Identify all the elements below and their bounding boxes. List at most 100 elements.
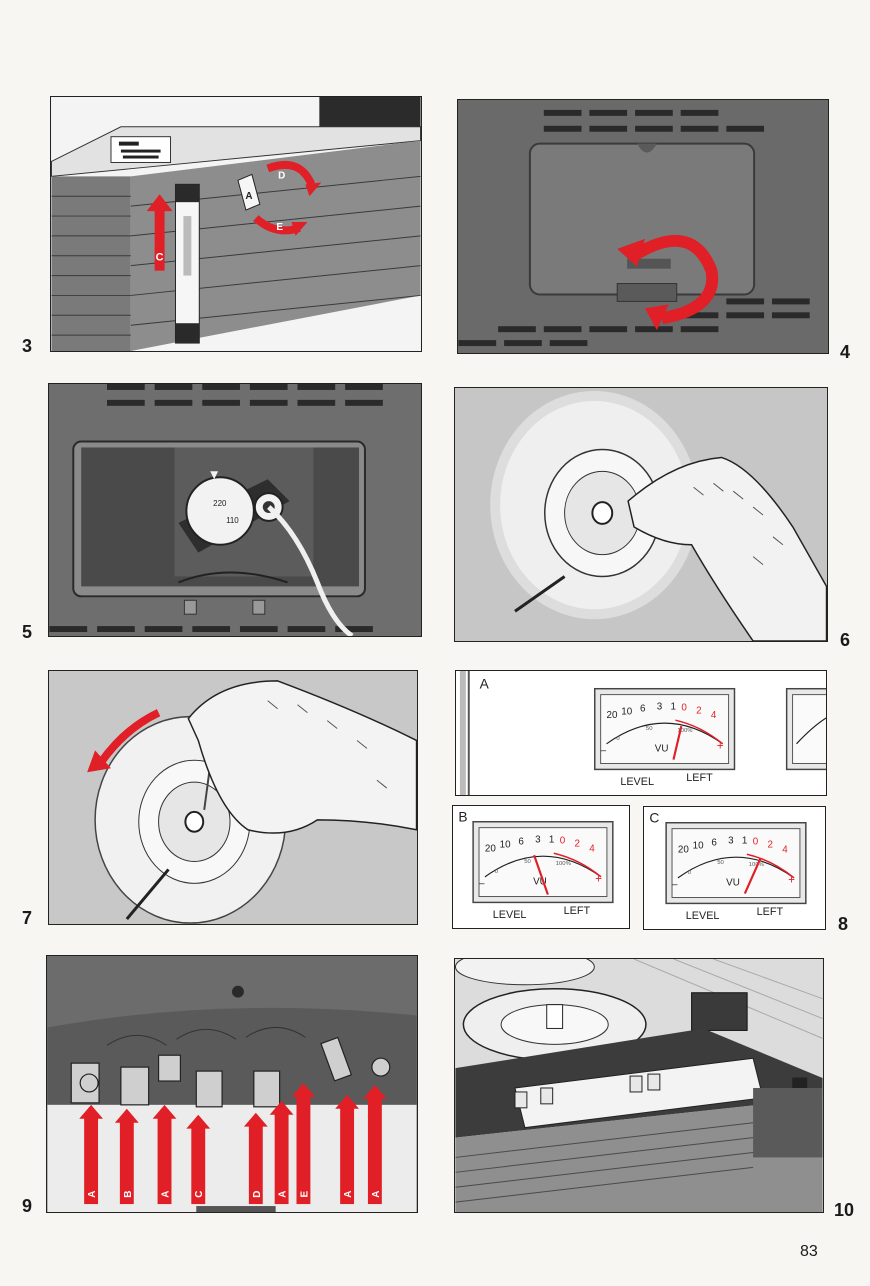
fig8c-inner-0: 0 — [688, 870, 692, 876]
fig8b-plus: + — [595, 872, 602, 886]
fig3-label-c: C — [156, 252, 164, 264]
figure-3-panel: C D E A — [50, 96, 422, 352]
fig9-arrow-6: A — [269, 1100, 294, 1205]
fig9-arrow-label: A — [278, 1191, 289, 1198]
fig8c-scale-10: 10 — [693, 840, 704, 851]
fig8c-level: LEVEL — [686, 910, 720, 922]
fig8a-scale-3: 3 — [657, 701, 663, 712]
fig8c-scale-3: 3 — [728, 835, 734, 846]
fig8b-scale-6: 6 — [518, 836, 524, 847]
fig8c-inner-50: 50 — [717, 860, 724, 866]
figure-5-number: 5 — [22, 622, 33, 642]
fig9-arrow-label: E — [299, 1190, 310, 1197]
fig8b-scale-1: 1 — [549, 834, 554, 845]
fig9-arrow-label: A — [160, 1191, 171, 1198]
fig9-arrow-2: B — [114, 1108, 139, 1205]
fig8c-scale-4: 4 — [782, 844, 788, 855]
page-number: 83 — [800, 1243, 818, 1260]
fig9-arrow-8: A — [335, 1094, 360, 1205]
fig3-label-e: E — [276, 222, 283, 233]
fig8a-scale-2: 2 — [696, 705, 701, 716]
fig8-label-a: A — [480, 677, 490, 692]
fig8b-vu: VU — [533, 877, 547, 888]
fig8a-level: LEVEL — [620, 776, 654, 788]
fig9-arrow-1: A — [79, 1104, 104, 1205]
fig9-arrow-4: C — [186, 1114, 211, 1205]
fig8c-scale-2: 2 — [767, 839, 772, 850]
fig8a-scale-20: 20 — [607, 710, 618, 721]
figure-10-illustration — [455, 959, 823, 1212]
fig8b-scale-4: 4 — [589, 843, 595, 854]
fig9-arrow-9: A — [362, 1084, 387, 1205]
fig8a-scale-1: 1 — [671, 701, 676, 712]
fig8b-scale-10: 10 — [500, 839, 511, 850]
figure-7-illustration — [49, 671, 417, 924]
figure-10-number: 10 — [834, 1200, 855, 1220]
figure-8c-illustration: C 20 10 6 3 1 0 2 4 0 50 100% VU – + LEV… — [644, 807, 825, 929]
fig9-arrow-label: A — [343, 1191, 354, 1198]
fig8a-vu: VU — [655, 744, 669, 755]
figure-4-panel — [457, 99, 829, 354]
fig8a-inner-0: 0 — [616, 736, 620, 742]
figure-8b-illustration: B 20 10 6 3 1 0 2 4 0 50 100% VU – + LEV… — [453, 806, 629, 928]
figure-6-illustration — [455, 388, 827, 641]
figure-4-number: 4 — [840, 342, 851, 362]
figure-4-illustration — [458, 100, 828, 353]
fig8a-inner-100: 100% — [677, 728, 693, 734]
figure-8a-illustration: A 20 10 6 3 1 0 2 4 0 50 100% VU – + LEV… — [457, 671, 826, 795]
figure-10-panel — [454, 958, 824, 1213]
fig8c-scale-20: 20 — [678, 844, 689, 855]
figure-8a-panel: A 20 10 6 3 1 0 2 4 0 50 100% VU – + LEV… — [455, 670, 827, 796]
fig8c-scale-1: 1 — [742, 835, 747, 846]
fig5-dial-110: 110 — [226, 516, 239, 525]
fig3-label-d: D — [278, 170, 285, 181]
fig9-arrow-label: A — [87, 1191, 98, 1198]
fig8c-left: LEFT — [757, 906, 784, 918]
fig9-arrow-label: D — [252, 1191, 263, 1198]
figure-8-number: 8 — [838, 914, 849, 934]
figure-6-panel — [454, 387, 828, 642]
figure-9-number: 9 — [22, 1196, 33, 1216]
fig8-label-c: C — [649, 811, 659, 826]
figure-9-illustration — [47, 956, 417, 1212]
fig8c-plus: + — [788, 873, 795, 887]
fig8b-minus: – — [479, 879, 485, 890]
fig8a-plus: + — [717, 739, 724, 753]
fig8a-inner-50: 50 — [646, 726, 653, 732]
fig8b-inner-0: 0 — [495, 869, 499, 875]
fig8b-scale-3: 3 — [535, 834, 541, 845]
fig8a-scale-10: 10 — [621, 706, 632, 717]
fig5-dial-220: 220 — [213, 499, 227, 508]
fig8c-minus: – — [672, 880, 678, 891]
fig8b-level: LEVEL — [493, 909, 527, 921]
fig8b-scale-20: 20 — [485, 843, 496, 854]
fig8b-scale-0: 0 — [560, 835, 566, 846]
fig8a-scale-6: 6 — [640, 703, 646, 714]
fig9-arrow-7: E — [291, 1083, 316, 1205]
figure-3-illustration: C D E A — [51, 97, 421, 351]
fig8b-left: LEFT — [564, 905, 591, 917]
fig8b-scale-2: 2 — [574, 838, 579, 849]
fig8a-minus: – — [601, 746, 607, 757]
fig8a-scale-4: 4 — [711, 710, 717, 721]
fig8b-inner-100: 100% — [556, 861, 572, 867]
figure-5-panel: 220 110 — [48, 383, 422, 637]
fig9-arrow-5: D — [243, 1112, 268, 1205]
figure-5-illustration: 220 110 — [49, 384, 421, 636]
figure-8b-panel: B 20 10 6 3 1 0 2 4 0 50 100% VU – + LEV… — [452, 805, 630, 929]
fig9-arrow-3: A — [152, 1104, 177, 1205]
fig3-label-a: A — [245, 191, 252, 202]
fig8-label-b: B — [458, 810, 467, 825]
figure-8c-panel: C 20 10 6 3 1 0 2 4 0 50 100% VU – + LEV… — [643, 806, 826, 930]
figure-3-number: 3 — [22, 336, 33, 356]
fig8b-inner-50: 50 — [524, 859, 531, 865]
fig8c-scale-6: 6 — [711, 837, 717, 848]
fig9-arrow-label: A — [371, 1191, 382, 1198]
fig8c-scale-0: 0 — [753, 836, 759, 847]
fig8a-left: LEFT — [686, 772, 713, 784]
fig9-arrow-label: C — [194, 1191, 205, 1198]
figure-6-number: 6 — [840, 630, 851, 650]
figure-7-number: 7 — [22, 908, 33, 928]
